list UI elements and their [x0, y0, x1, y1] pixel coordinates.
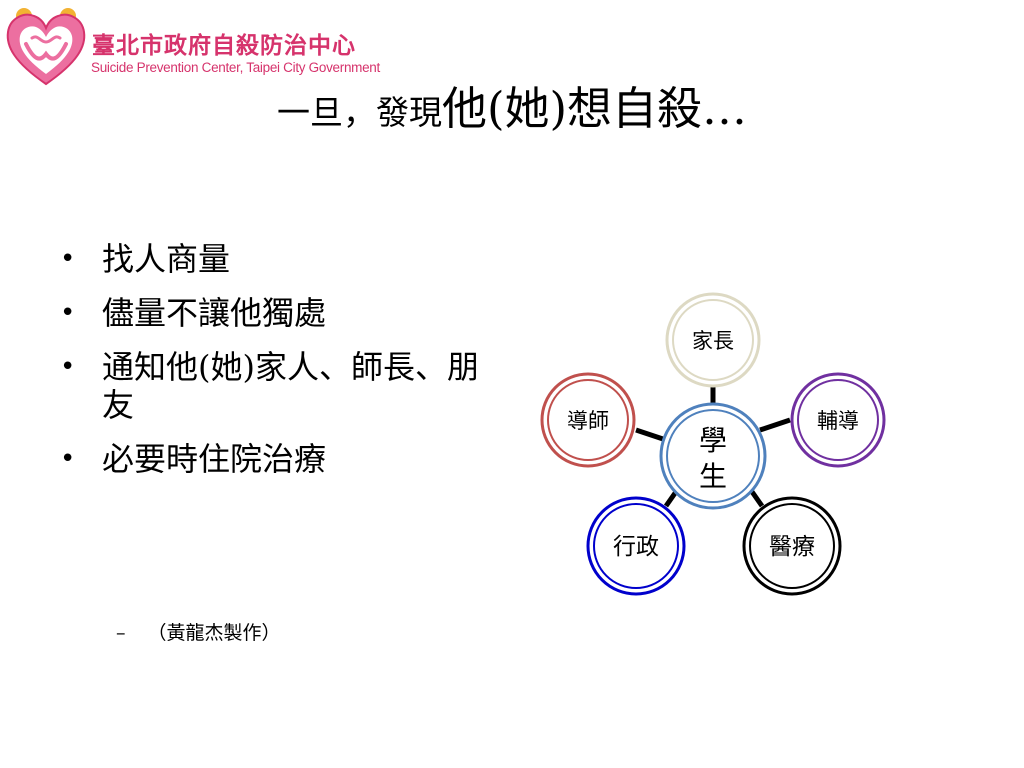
bullet-item: 通知他(她)家人、師長、朋友 [58, 348, 498, 424]
title-part-1: 一旦，發現 [276, 93, 442, 132]
author-note: –（黃龍杰製作） [116, 618, 281, 645]
support-network-diagram: 家長 輔導 醫療 行政 導師 學 生 [540, 292, 886, 596]
logo-chinese-name: 臺北市政府自殺防治中心 [92, 33, 356, 59]
slide-title: 一旦，發現他(她)想自殺… [0, 72, 1024, 137]
node-family: 家長 [665, 292, 761, 388]
bullet-item: 找人商量 [58, 240, 498, 278]
node-admin-label: 行政 [613, 534, 659, 560]
node-admin: 行政 [586, 496, 686, 596]
bullet-list: 找人商量 儘量不讓他獨處 通知他(她)家人、師長、朋友 必要時住院治療 [58, 240, 498, 494]
node-student-label-line2: 生 [699, 460, 727, 493]
node-medical-label: 醫療 [769, 534, 815, 560]
connector-counsel [759, 417, 791, 433]
author-credit: （黃龍杰製作） [147, 622, 281, 644]
node-counsel: 輔導 [790, 372, 886, 468]
bullet-item: 儘量不讓他獨處 [58, 294, 498, 332]
heart-logo-icon [6, 8, 86, 86]
title-part-2: 他(她)想自殺… [441, 82, 748, 135]
node-family-label: 家長 [692, 329, 734, 353]
node-mentor-label: 導師 [567, 409, 609, 433]
sub-bullet-dash: – [116, 622, 126, 644]
bullet-item: 必要時住院治療 [58, 440, 498, 478]
node-counsel-label: 輔導 [817, 409, 859, 433]
node-student: 學 生 [659, 402, 767, 510]
logo-english-name: Suicide Prevention Center, Taipei City G… [91, 60, 380, 75]
node-mentor: 導師 [540, 372, 636, 468]
node-student-label-line1: 學 [699, 424, 727, 457]
logo: 臺北市政府自殺防治中心 Suicide Prevention Center, T… [4, 4, 424, 88]
connector-mentor [635, 427, 667, 443]
node-medical: 醫療 [742, 496, 842, 596]
